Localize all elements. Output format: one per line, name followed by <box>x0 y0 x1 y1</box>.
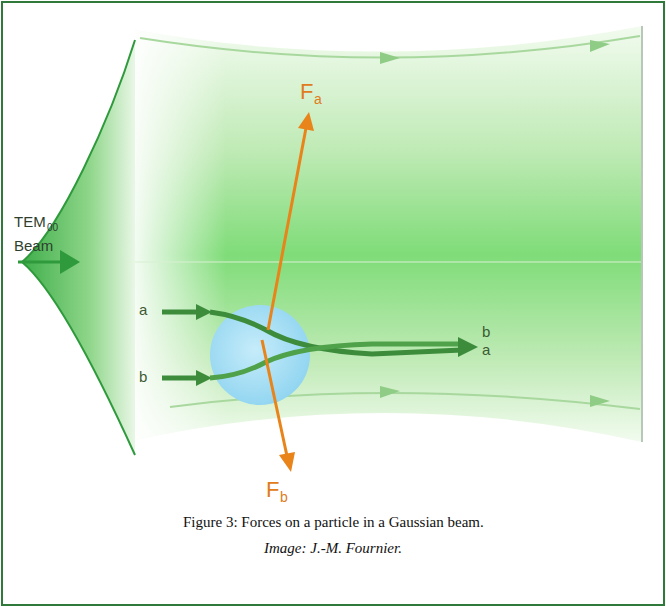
particle <box>210 305 310 405</box>
ray-arrowhead <box>196 304 212 320</box>
force-b-shaft <box>262 340 287 456</box>
beam-axis <box>135 262 642 263</box>
ray-b <box>210 344 462 378</box>
flow-arrowhead <box>380 52 400 64</box>
force-label: F <box>266 478 279 502</box>
beam-arrow-shaft <box>18 261 62 264</box>
ray-arrowhead <box>458 337 478 357</box>
force-subscript: b <box>280 490 288 505</box>
flow-arrowhead <box>590 395 610 407</box>
force-label: F <box>300 80 313 104</box>
ray-label: b <box>482 324 490 341</box>
ray-b-in <box>162 376 198 381</box>
figure-caption: Figure 3: Forces on a particle in a Gaus… <box>183 514 484 531</box>
ray-a-in <box>162 310 198 315</box>
beam-edge-top <box>140 36 640 58</box>
force-arrowhead <box>279 452 295 472</box>
force-a-shaft <box>268 128 306 330</box>
beam-arrowhead <box>60 250 80 274</box>
beam-end-line <box>641 26 643 442</box>
ray-arrowhead <box>196 370 212 386</box>
image-credit: Image: J.-M. Fournier. <box>264 540 402 557</box>
ray-label: a <box>482 342 490 359</box>
flow-arrowhead <box>380 386 400 398</box>
beam-mode-label: TEM <box>14 214 46 231</box>
beam-label: Beam <box>14 238 53 255</box>
beam-fade <box>135 26 642 442</box>
force-arrowhead <box>298 112 314 131</box>
flow-arrowhead <box>590 40 610 52</box>
ray-label: a <box>139 302 147 319</box>
ray-label: b <box>139 369 147 386</box>
force-subscript: a <box>314 92 322 107</box>
beam-region <box>135 26 642 442</box>
mode-subscript: 00 <box>47 222 58 233</box>
